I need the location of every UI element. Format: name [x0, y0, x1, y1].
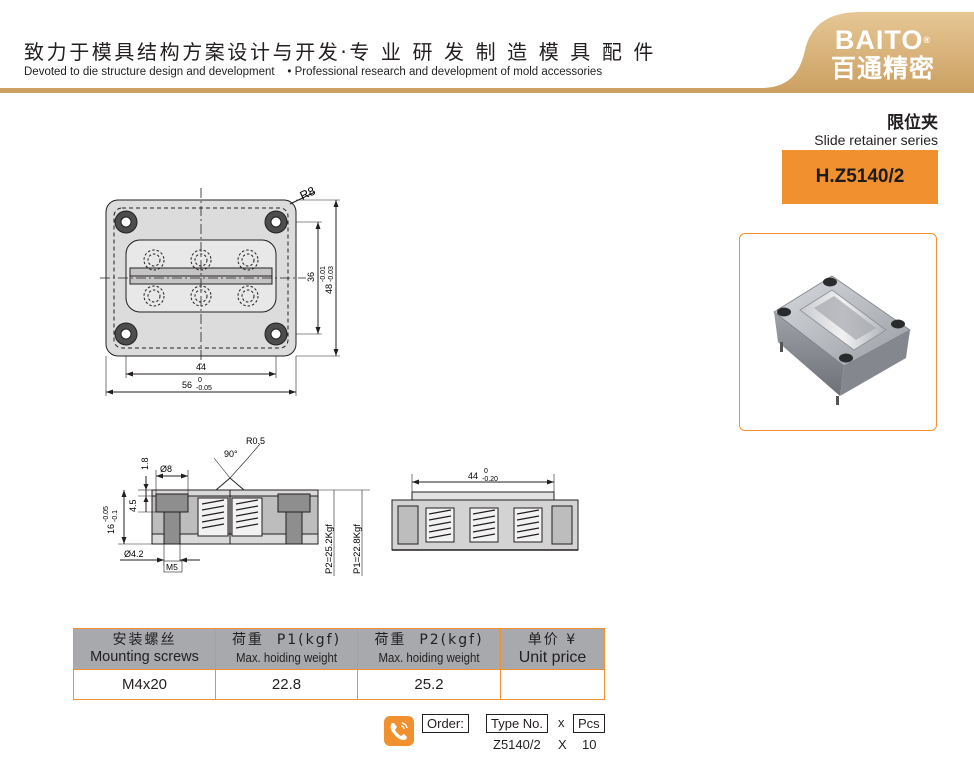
load-p2-label: P2=25.2Kgf [324, 524, 335, 574]
headline-chinese: 致力于模具结构方案设计与开发·专 业 研 发 制 造 模 具 配 件 [24, 40, 656, 64]
header-p1: 荷重 P1(kgf) Max. hoiding weight [215, 628, 358, 670]
dim-screw-label: M5 [166, 562, 178, 572]
order-example-qty: 10 [582, 737, 597, 752]
header-unit-price: 单价 ¥ Unit price [500, 628, 605, 670]
dim-inner-height-label: 36 [306, 272, 316, 282]
order-x-separator: x [558, 715, 565, 730]
order-label: Order: [422, 714, 469, 733]
pcs-box: Pcs [573, 714, 605, 733]
side-view-drawing: R0.5 90° 1.8 Ø8 4.5 16 -0.05 -0.1 Ø4.2 M… [103, 436, 370, 576]
section-view-drawing: 44 0 -0.20 [391, 468, 579, 551]
dim-radius-label: R8 [298, 184, 318, 203]
dim-inner-width-label: 44 [196, 362, 206, 372]
header-cn: 安装螺丝 [112, 632, 177, 648]
spec-table: 安装螺丝 Mounting screws 荷重 P1(kgf) Max. hoi… [73, 628, 605, 700]
dim-groove-angle-label: 90° [224, 449, 238, 459]
brand-logo: BAITO® 百通精密 [808, 26, 958, 84]
dim-groove-radius-label: R0.5 [246, 436, 265, 446]
dim-outer-height-tol-upper: -0.01 [320, 266, 327, 282]
dim-height-tol-upper: -0.05 [103, 506, 110, 522]
header-p2: 荷重 P2(kgf) Max. hoiding weight [357, 628, 501, 670]
dim-outer-height-tol-lower: -0.03 [328, 266, 335, 282]
headline-english: Devoted to die structure design and deve… [24, 66, 603, 78]
dim-top-label: 1.8 [140, 457, 150, 470]
dim-outer-width-tol-lower: -0.05 [196, 385, 212, 392]
header-en: Unit price [518, 649, 587, 666]
load-p1-label: P1=22.8Kgf [352, 524, 363, 574]
table-row: M4x20 22.8 25.2 [73, 669, 605, 700]
header-cn: 单价 ¥ [527, 632, 578, 648]
model-badge: H.Z5140/2 [782, 150, 938, 204]
cell-p2: 25.2 [357, 669, 501, 700]
phone-icon [384, 716, 414, 746]
dim-outer-width-tol-upper: 0 [198, 377, 202, 384]
dim-step-label: 4.5 [128, 499, 138, 512]
order-example-type: Z5140/2 [493, 737, 541, 752]
header-en: Mounting screws [90, 649, 199, 665]
dim-outer-width-label: 56 [182, 380, 192, 390]
brand-chinese-name: 百通精密 [830, 54, 935, 83]
top-view-drawing: R8 36 48 -0.01 -0.03 44 56 0 -0.05 [100, 184, 340, 396]
brand-registered-mark: ® [923, 35, 932, 45]
dim-counterbore-label: Ø8 [160, 464, 172, 474]
header-cn: 荷重 P2(kgf) [374, 632, 484, 648]
brand-name: BAITO [834, 25, 924, 55]
section-width-tol-lower: -0.20 [482, 476, 498, 483]
cell-p1: 22.8 [215, 669, 358, 700]
series-title-chinese: 限位夹 [887, 113, 938, 133]
dim-height-tol-lower: -0.1 [112, 510, 119, 522]
type-no-box: Type No. [486, 714, 549, 733]
product-render [773, 275, 911, 405]
header-cn: 荷重 P1(kgf) [231, 632, 342, 648]
section-width-tol-upper: 0 [484, 468, 488, 475]
dim-hole-label: Ø4.2 [124, 549, 144, 559]
series-title-english: Slide retainer series [814, 132, 938, 148]
dim-outer-height-label: 48 [324, 284, 334, 294]
header-en: Max. hoiding weight [235, 650, 338, 665]
table-header-row: 安装螺丝 Mounting screws 荷重 P1(kgf) Max. hoi… [73, 628, 605, 670]
header-band [0, 0, 974, 100]
cell-mounting-screw: M4x20 [73, 669, 216, 700]
product-photo-frame [739, 233, 937, 431]
header-en: Max. hoiding weight [378, 650, 480, 665]
header-mounting-screws: 安装螺丝 Mounting screws [73, 628, 216, 670]
cell-unit-price [500, 669, 605, 700]
order-example-x: X [558, 737, 567, 752]
dim-height-label: 16 [106, 524, 116, 534]
section-width-label: 44 [468, 471, 478, 481]
